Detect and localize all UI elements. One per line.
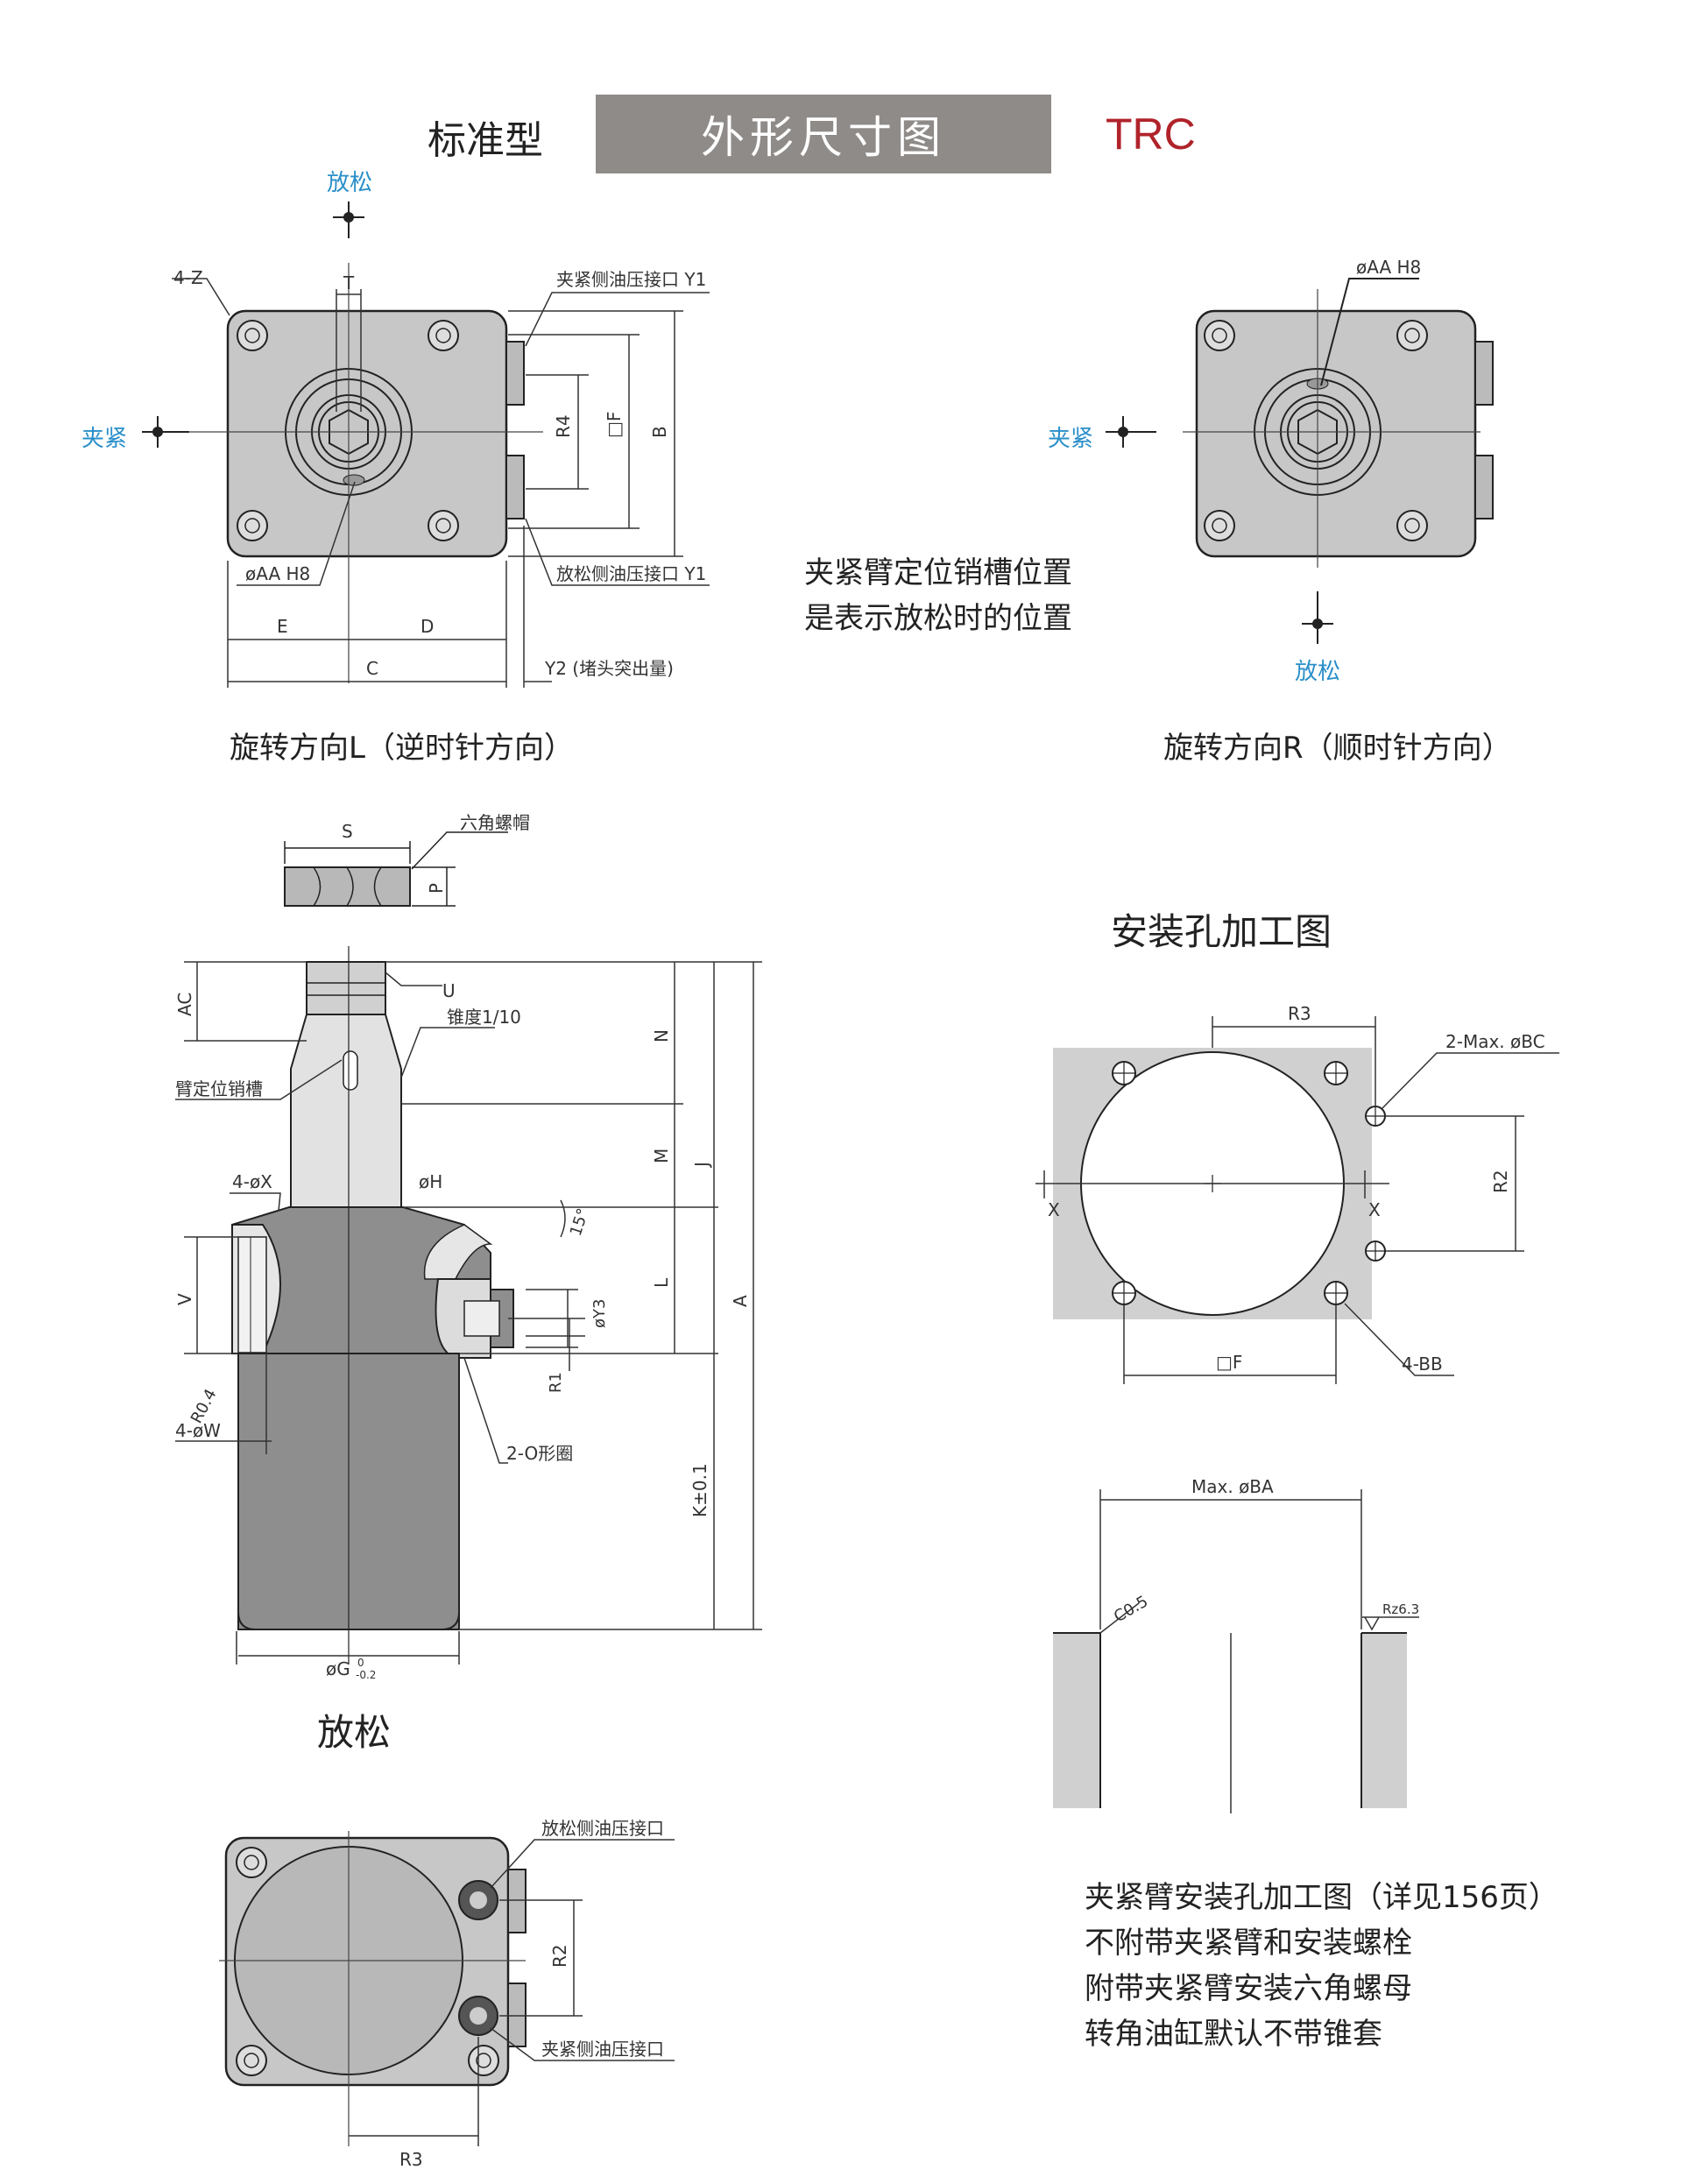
pin-slot-note: 夹紧臂定位销槽位置 是表示放松时的位置 — [804, 550, 1172, 641]
dim-k: K±0.1 — [689, 1463, 710, 1517]
dim-p: P — [426, 883, 447, 894]
mount-section-x-left: X — [1048, 1199, 1060, 1220]
dim-g-tol-lower: -0.2 — [356, 1669, 376, 1681]
callout-4x: 4-øX — [232, 1171, 272, 1192]
dim-g-tol-upper: 0 — [357, 1657, 364, 1669]
callout-hex-nut: 六角螺帽 — [460, 812, 530, 833]
callout-release-port: 放松侧油压接口 Y1 — [556, 563, 706, 584]
note-line: 不附带夹紧臂和安装螺栓 — [1085, 1926, 1412, 1961]
notes-block: 夹紧臂安装孔加工图（详见156页） 不附带夹紧臂和安装螺栓 附带夹紧臂安装六角螺… — [1085, 1875, 1645, 2057]
dim-y2: Y2 (堵头突出量) — [544, 658, 674, 679]
callout-clamp-port: 夹紧侧油压接口 Y1 — [556, 269, 706, 290]
callout-taper: 锥度1/10 — [447, 1007, 521, 1028]
dim-y3: øY3 — [590, 1299, 609, 1328]
callout-oring: 2-O形圈 — [506, 1443, 573, 1464]
dim-a: A — [730, 1295, 751, 1307]
dim-g: øG — [326, 1658, 350, 1679]
note-line: 附带夹紧臂安装六角螺母 — [1085, 1971, 1412, 2006]
mounting-title: 安装孔加工图 — [1111, 910, 1332, 953]
mount-roughness: Rz6.3 — [1382, 1601, 1419, 1617]
callout-release-port-bottom: 放松侧油压接口 — [541, 1818, 664, 1839]
dim-r4: R4 — [553, 414, 574, 438]
mount-chamfer: C0.5 — [1111, 1593, 1151, 1627]
dim-f: □F — [604, 412, 625, 438]
dim-n: N — [651, 1029, 672, 1043]
callout-pin-slot: 臂定位销槽 — [175, 1078, 263, 1099]
callout-clamp-port-bottom: 夹紧侧油压接口 — [541, 2039, 664, 2060]
pin-note-line: 是表示放松时的位置 — [804, 601, 1072, 636]
release-direction-label-right: 放松 — [1295, 659, 1341, 685]
dim-j: J — [691, 1162, 712, 1169]
dim-d: D — [420, 616, 434, 637]
clamp-direction-label: 夹紧 — [81, 426, 128, 452]
rotation-r-caption: 旋转方向R（顺时针方向） — [1163, 731, 1512, 766]
dim-r1: R1 — [547, 1372, 565, 1393]
model-code: TRC — [1106, 110, 1196, 159]
side-view-drawing: S 六角螺帽 P AC U 锥度1/10 臂定位销槽 4-øX øH N M J… — [174, 812, 762, 1681]
note-line: 转角油缸默认不带锥套 — [1085, 2017, 1382, 2052]
dim-e: E — [277, 616, 288, 637]
dim-v: V — [174, 1293, 195, 1305]
callout-u: U — [442, 980, 456, 1001]
bottom-view-drawing: 放松侧油压接口 夹紧侧油压接口 R2 R3 — [219, 1818, 675, 2170]
dim-m: M — [651, 1149, 672, 1163]
mount-dim-r3: R3 — [1288, 1003, 1311, 1024]
clamp-direction-label-right: 夹紧 — [1048, 426, 1094, 452]
callout-h: øH — [419, 1171, 442, 1192]
callout-4z: 4-Z — [173, 267, 203, 288]
dim-t: T — [343, 272, 355, 293]
pin-note-line: 夹紧臂定位销槽位置 — [804, 555, 1072, 590]
top-left-view-drawing: 4-Z T 夹紧侧油压接口 Y1 放松侧油压接口 Y1 øAA H8 R4 □F… — [142, 201, 710, 688]
mount-section-x-right: X — [1368, 1199, 1381, 1220]
mounting-drawing: R3 2-Max. øBC R2 X X □F 4-BB Max. øBA C0… — [1035, 1003, 1559, 1813]
dim-b: B — [649, 426, 670, 438]
dim-c: C — [366, 658, 378, 679]
top-right-view-drawing: øAA H8 — [1106, 257, 1494, 644]
dim-angle: 15° — [567, 1206, 593, 1239]
note-line: 夹紧臂安装孔加工图（详见156页） — [1085, 1880, 1558, 1915]
callout-4w: 4-øW — [175, 1420, 221, 1441]
page-title: 外形尺寸图 — [596, 95, 1051, 173]
dim-r2-bottom: R2 — [549, 1944, 570, 1968]
callout-aa-right: øAA H8 — [1356, 257, 1421, 278]
variant-label: 标准型 — [428, 118, 543, 163]
dim-l: L — [651, 1277, 672, 1288]
bottom-view-title: 放松 — [317, 1711, 392, 1754]
mount-dim-ba: Max. øBA — [1191, 1476, 1274, 1497]
rotation-l-caption: 旋转方向L（逆时针方向） — [230, 731, 574, 766]
dim-s: S — [342, 821, 353, 842]
mount-callout-bb: 4-BB — [1402, 1354, 1443, 1375]
release-direction-label: 放松 — [327, 170, 373, 196]
dim-r3-bottom: R3 — [399, 2149, 423, 2170]
mount-dim-r2: R2 — [1490, 1170, 1511, 1193]
mount-dim-f: □F — [1216, 1352, 1242, 1373]
mount-callout-bc: 2-Max. øBC — [1445, 1031, 1545, 1052]
callout-aa: øAA H8 — [245, 563, 310, 584]
dim-ac: AC — [174, 993, 195, 1016]
